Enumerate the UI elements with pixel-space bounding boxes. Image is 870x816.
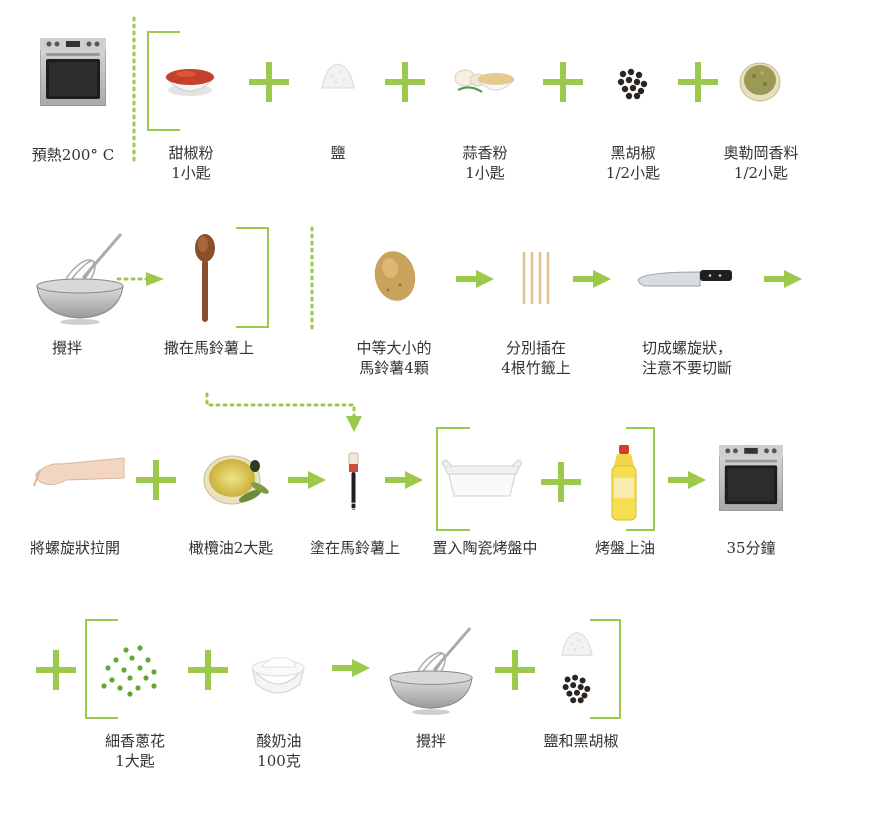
label-black-pepper: 黑胡椒 1/2小匙 [605,144,661,182]
black-pepper-icon [562,674,591,704]
label-sprinkle: 撒在馬鈴薯上 [163,339,255,357]
group-bracket [236,227,269,328]
group-bracket [626,427,655,531]
salt-pile-icon [561,632,593,656]
label-oregano: 奧勒岡香料 1/2小匙 [723,144,799,182]
arrow-head [346,416,362,432]
wooden-spoon-icon [195,234,215,322]
plus-icon [543,62,583,102]
plus-icon [188,650,228,690]
oil-bottle-icon [611,445,637,521]
label-pull-apart: 將螺旋狀拉開 [29,539,121,557]
hand-icon [33,457,125,487]
skewers-icon [522,252,550,304]
label-spiral-cut: 切成螺旋狀， 注意不要切斷 [641,339,733,377]
label-into-dish: 置入陶瓷烤盤中 [432,539,538,557]
label-paprika: 甜椒粉 1小匙 [168,144,214,182]
label-olive-oil: 橄欖油2大匙 [188,539,274,557]
oregano-bowl-icon [739,62,781,102]
label-potatoes: 中等大小的 馬鈴薯4顆 [356,339,432,377]
olive-oil-icon [203,455,269,505]
group-bracket [85,619,118,719]
label-salt: 鹽 [330,144,346,162]
plus-icon [36,650,76,690]
arrow-icon [668,471,706,489]
group-bracket [590,619,621,719]
plus-icon [678,62,718,102]
label-bake-time: 35分鐘 [726,539,776,557]
dotted-connector [205,392,356,420]
plus-icon [136,460,176,500]
label-garlic-powder: 蒜香粉 1小匙 [462,144,508,182]
label-skewers: 分別插在 4根竹籤上 [501,339,571,377]
label-salt-and-pepper: 鹽和黑胡椒 [543,732,619,750]
label-stir: 攪拌 [51,339,83,357]
arrow-icon [456,270,494,288]
black-pepper-icon [617,68,648,100]
group-bracket [436,427,470,531]
whisk-bowl-icon [35,232,125,326]
plus-icon [385,62,425,102]
baking-dish-icon [441,459,523,497]
chives-icon [101,645,157,697]
oven-icon [719,445,783,511]
plus-icon [249,62,289,102]
label-stir-2: 攪拌 [415,732,447,750]
label-brush: 塗在馬鈴薯上 [309,539,401,557]
basting-brush-icon [348,452,359,510]
paprika-bowl-icon [164,69,216,96]
label-sour-cream: 酸奶油 100克 [256,732,302,770]
plus-icon [541,462,581,502]
label-oil-dish: 烤盤上油 [594,539,656,557]
oven-icon [40,38,106,106]
arrow-icon [385,471,423,489]
label-preheat: 預熱200° C [31,146,115,164]
arrow-icon [764,270,802,288]
group-bracket [147,31,180,131]
label-chives: 細香蔥花 1大匙 [104,732,166,770]
plus-icon [495,650,535,690]
arrow-icon [288,471,326,489]
garlic-powder-icon [454,69,516,93]
arrow-icon [332,659,370,677]
sour-cream-icon [251,657,305,694]
whisk-bowl-icon [388,626,474,717]
chef-knife-icon [637,270,732,287]
salt-pile-icon [321,63,355,89]
arrow-head [146,272,164,286]
potato-icon [374,251,416,301]
arrow-icon [573,270,611,288]
